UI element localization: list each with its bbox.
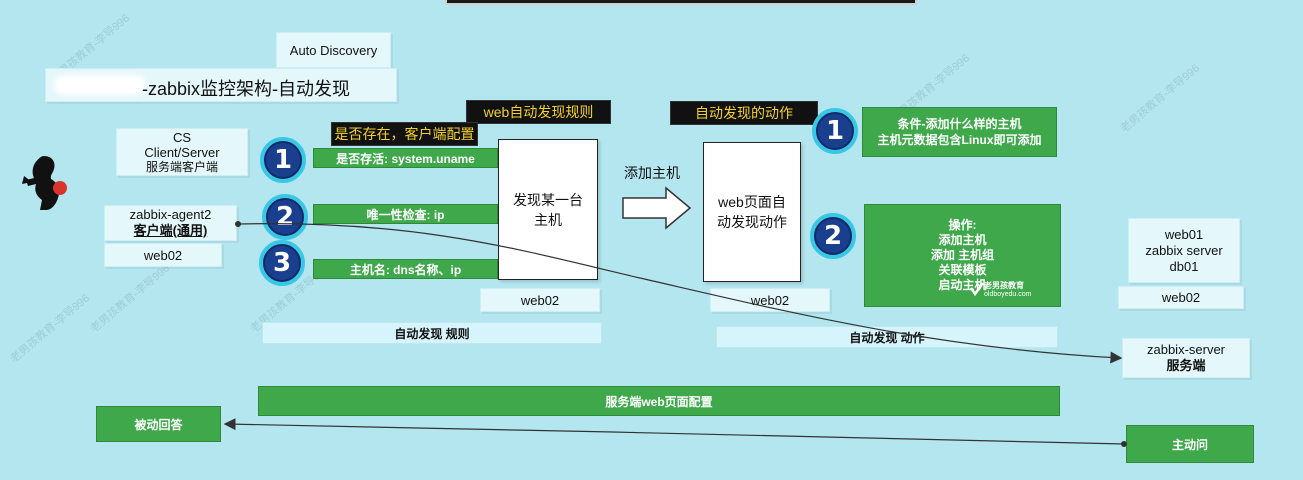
step-badge-1: 1 (260, 137, 306, 183)
action-host-label: web02 (710, 288, 830, 312)
agent-role: 客户端(通用) (133, 223, 208, 238)
server-config-bar: 服务端web页面配置 (258, 386, 1060, 416)
title-panel: -zabbix监控架构-自动发现 (45, 68, 397, 102)
server-role: 服务端 (1166, 358, 1206, 373)
step-badge-2: 2 (262, 194, 308, 240)
rule-hostname: 主机名: dns名称、ip (313, 259, 498, 279)
agent-host: web02 (104, 243, 222, 267)
passive-answer-box: 被动回答 (96, 406, 221, 442)
operations-line: 关联模板 (938, 263, 987, 277)
auto-discovery-label: Auto Discovery (276, 32, 391, 68)
agent-box: zabbix-agent2 客户端(通用) (104, 205, 237, 241)
host-line: web01 (1164, 226, 1204, 242)
discover-host-label: web02 (480, 288, 600, 312)
logo-text: 老男孩教育 (984, 281, 1024, 290)
condition-box: 条件-添加什么样的主机 主机元数据包含Linux即可添加 (862, 107, 1057, 157)
action-badge-1: 1 (812, 108, 858, 154)
rule-alive: 是否存活: system.uname (313, 148, 498, 168)
rule-footer: 自动发现 规则 (262, 322, 602, 344)
figure-icon (22, 156, 67, 210)
logo-url: oldboyedu.com (984, 291, 1032, 298)
operations-line: 操作: (948, 218, 977, 232)
agent-name: zabbix-agent2 (129, 207, 212, 222)
check-logo-icon (970, 282, 984, 296)
action-footer: 自动发现 动作 (716, 326, 1058, 348)
cs-line: CS (172, 129, 192, 145)
exist-label: 是否存在，客户端配置 (331, 122, 478, 146)
cs-box: CS Client/Server 服务端客户端 (116, 128, 248, 176)
condition-line: 主机元数据包含Linux即可添加 (877, 133, 1042, 147)
rules-header: web自动发现规则 (466, 100, 611, 124)
server-host-label: web02 (1118, 286, 1244, 309)
host-line: db01 (1169, 258, 1199, 274)
operations-line: 添加主机 (938, 233, 987, 247)
top-bar (445, 0, 917, 5)
watermark: 老男孩教育-李导996 (88, 262, 172, 336)
right-arrow-icon (622, 186, 692, 230)
watermark: 老男孩教育-李导996 (8, 292, 92, 366)
host-line: zabbix server (1145, 242, 1223, 258)
page-title: -zabbix监控架构-自动发现 (142, 79, 351, 99)
cs-line: Client/Server (144, 144, 220, 160)
active-ask-box: 主动问 (1126, 425, 1254, 463)
action-box: web页面自动发现动作 (703, 142, 801, 282)
redacted-blur (54, 75, 146, 95)
step-badge-3: 3 (259, 240, 305, 286)
add-host-label: 添加主机 (624, 165, 680, 181)
rule-unique: 唯一性检查: ip (313, 204, 498, 224)
logo: 老男孩教育 oldboyedu.com (970, 281, 1056, 303)
zabbix-server-box: zabbix-server 服务端 (1122, 338, 1250, 378)
server-name: zabbix-server (1146, 342, 1226, 357)
server-hosts-box: web01 zabbix server db01 (1128, 218, 1240, 283)
operations-line: 添加 主机组 (930, 248, 995, 262)
watermark: 老男孩教育-李导996 (1118, 62, 1202, 136)
cs-line: 服务端客户端 (145, 159, 218, 174)
action-header: 自动发现的动作 (670, 101, 818, 125)
action-badge-2: 2 (810, 213, 856, 259)
condition-line: 条件-添加什么样的主机 (897, 117, 1022, 131)
discover-host-box: 发现某一台主机 (498, 139, 598, 280)
